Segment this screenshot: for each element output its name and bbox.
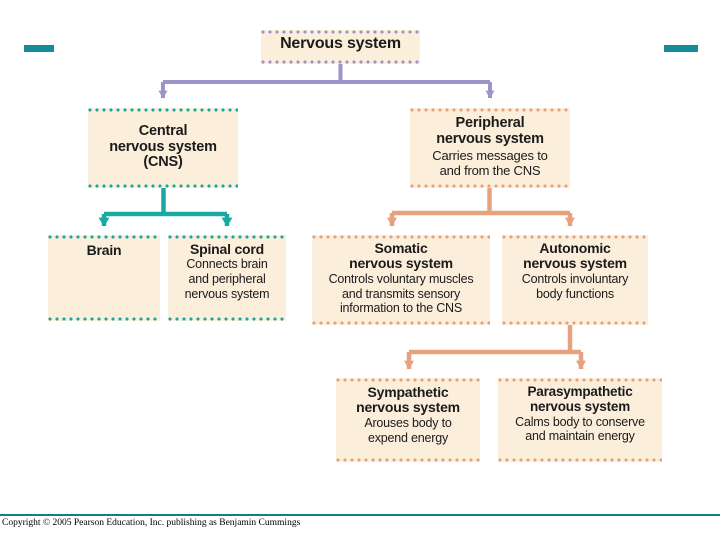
node-cns-title-line-1: Central — [138, 122, 188, 139]
node-sympathetic-desc-line-2: expend energy — [367, 430, 449, 445]
node-parasympathetic-desc-line-1: Calms body to conserve — [515, 414, 645, 429]
node-somatic-desc-line-1: Controls voluntary muscles — [328, 271, 474, 286]
node-autonomic-title-line-1: Autonomic — [539, 240, 611, 256]
node-autonomic-desc-line-2: body functions — [536, 286, 614, 301]
node-cns-title-line-3: (CNS) — [143, 154, 183, 171]
node-spinal-cord-desc-line-3: nervous system — [184, 286, 270, 301]
node-parasympathetic-desc-line-2: and maintain energy — [525, 429, 635, 444]
node-nervous-system-title: Nervous system — [280, 35, 401, 53]
node-autonomic-nervous-system[interactable]: Autonomic nervous system Controls involu… — [502, 235, 648, 325]
node-pns-title-line-2: nervous system — [436, 131, 544, 148]
copyright-notice: Copyright © 2005 Pearson Education, Inc.… — [2, 518, 301, 528]
node-sympathetic-desc-line-1: Arouses body to — [364, 415, 452, 430]
connector-autonomic-to-children — [404, 325, 586, 370]
node-somatic-nervous-system[interactable]: Somatic nervous system Controls voluntar… — [312, 235, 490, 325]
connector-nervous-to-children — [158, 64, 495, 99]
node-spinal-cord-desc-line-1: Connects brain — [186, 257, 268, 272]
node-spinal-cord-desc-line-2: and peripheral — [188, 272, 266, 287]
node-sympathetic-nervous-system[interactable]: Sympathetic nervous system Arouses body … — [336, 378, 480, 462]
node-pns-desc-line-1: Carries messages to — [432, 148, 548, 164]
node-somatic-desc-line-3: information to the CNS — [339, 301, 463, 316]
node-nervous-system[interactable]: Nervous system — [261, 30, 420, 64]
node-spinal-cord-title: Spinal cord — [189, 241, 265, 257]
node-parasympathetic-title-line-2: nervous system — [530, 398, 630, 414]
node-peripheral-nervous-system[interactable]: Peripheral nervous system Carries messag… — [410, 108, 570, 188]
node-parasympathetic-title-line-1: Parasympathetic — [527, 384, 633, 399]
footer-divider — [0, 514, 720, 516]
node-autonomic-desc-line-1: Controls involuntary — [521, 271, 629, 286]
node-sympathetic-title-line-2: nervous system — [356, 399, 460, 416]
node-cns-title-line-2: nervous system — [109, 138, 217, 155]
node-somatic-title-line-1: Somatic — [374, 240, 428, 256]
node-sympathetic-title-line-1: Sympathetic — [367, 384, 449, 400]
node-brain[interactable]: Brain — [48, 235, 160, 321]
node-pns-desc-line-2: and from the CNS — [439, 163, 541, 179]
node-somatic-desc-line-2: and transmits sensory — [341, 286, 461, 301]
connector-cns-to-children — [98, 188, 233, 227]
node-pns-title-line-1: Peripheral — [455, 115, 525, 132]
decorative-dash-right — [664, 45, 698, 52]
node-brain-title: Brain — [86, 242, 122, 258]
node-somatic-title-line-2: nervous system — [349, 255, 453, 272]
node-spinal-cord[interactable]: Spinal cord Connects brain and periphera… — [168, 235, 286, 321]
node-parasympathetic-nervous-system[interactable]: Parasympathetic nervous system Calms bod… — [498, 378, 662, 462]
node-central-nervous-system[interactable]: Central nervous system (CNS) — [88, 108, 238, 188]
node-autonomic-title-line-2: nervous system — [523, 255, 627, 272]
connector-pns-to-children — [387, 188, 575, 227]
decorative-dash-left — [24, 45, 54, 52]
